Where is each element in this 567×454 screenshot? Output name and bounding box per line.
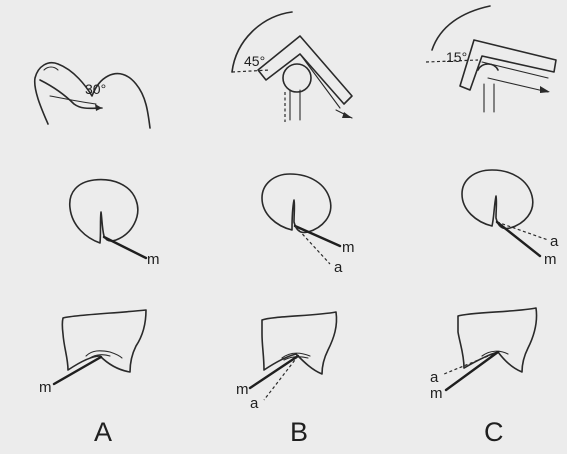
line-label-m-c-mid: m: [544, 251, 557, 268]
line-label-m-b-bot: m: [236, 381, 249, 398]
column-c: 15° a m a m C: [426, 6, 559, 447]
column-a-front-view: m: [39, 310, 146, 396]
column-c-condyle: a m: [462, 170, 559, 268]
column-label-a: A: [94, 417, 112, 447]
column-c-gauge: 15°: [426, 6, 556, 112]
line-label-a-b-bot: a: [250, 395, 259, 412]
column-c-front-view: a m: [430, 308, 537, 402]
angle-label-a: 30°: [85, 81, 106, 97]
column-b-front-view: m a: [236, 312, 337, 412]
column-b: 45° m a m a: [232, 12, 355, 447]
column-b-gauge: 45°: [232, 12, 352, 122]
column-a: 30° m m A: [35, 63, 160, 447]
column-a-condyle: m: [70, 180, 160, 268]
line-label-m-c-bot: m: [430, 385, 443, 402]
line-label-m-b-mid: m: [342, 239, 355, 256]
line-label-m-a-mid: m: [147, 251, 160, 268]
column-label-c: C: [484, 417, 504, 447]
line-label-a-c-bot: a: [430, 369, 439, 386]
angle-label-c: 15°: [446, 49, 467, 65]
line-label-m-a-bot: m: [39, 379, 52, 396]
column-b-condyle: m a: [262, 174, 355, 276]
column-label-b: B: [290, 417, 308, 447]
line-label-a-c-mid: a: [550, 233, 559, 250]
column-a-side-view: 30°: [35, 63, 150, 128]
line-label-a-b-mid: a: [334, 259, 343, 276]
